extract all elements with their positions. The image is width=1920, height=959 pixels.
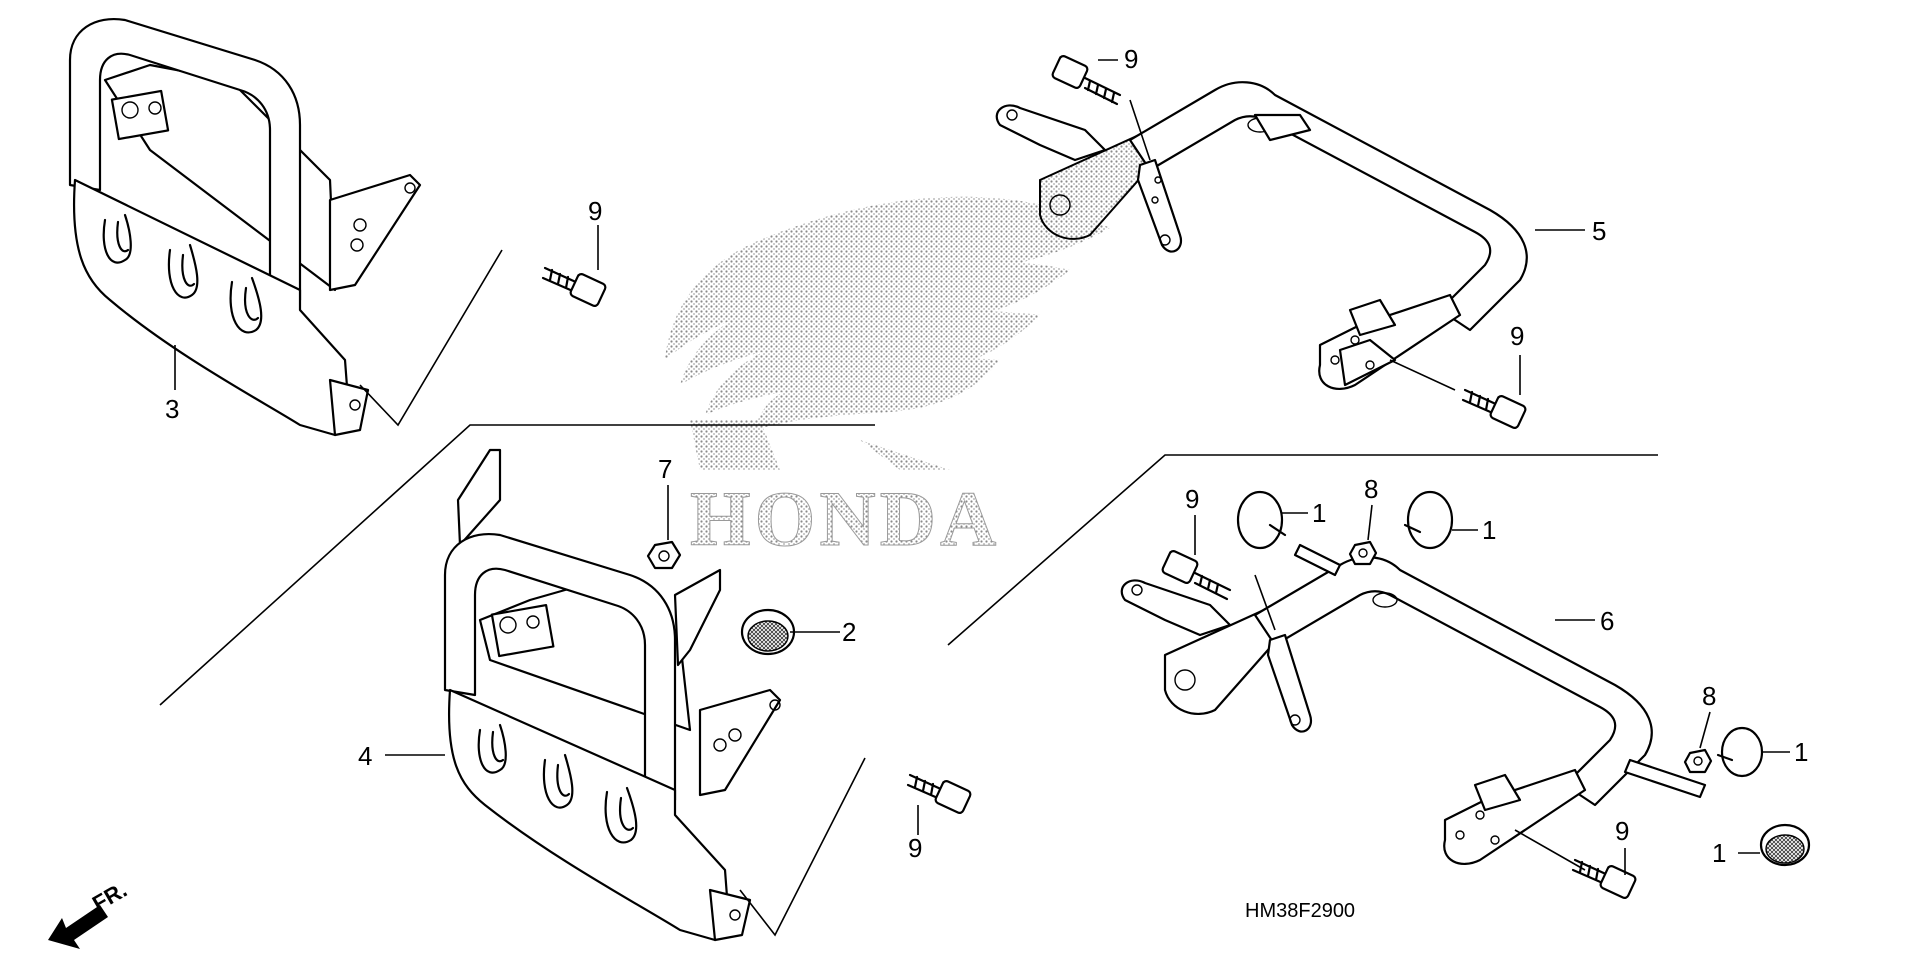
cap-1-b-icon <box>1403 490 1454 550</box>
callout-9-c: 9 <box>1510 321 1524 351</box>
reflector-1-d-icon <box>1759 823 1811 867</box>
callout-3: 3 <box>165 394 179 424</box>
callout-7: 7 <box>658 454 672 484</box>
callout-1-d: 1 <box>1712 838 1726 868</box>
rear-guard-part-6 <box>1120 543 1707 871</box>
callout-9-d: 9 <box>908 833 922 863</box>
rear-guard-part-5 <box>995 81 1585 391</box>
bolt-9-b-icon <box>541 266 607 307</box>
diagram-code: HM38F2900 <box>1245 900 1355 922</box>
callout-9-e: 9 <box>1185 484 1199 514</box>
honda-wordmark: HONDA <box>690 475 1000 562</box>
callout-8-b: 8 <box>1702 681 1716 711</box>
callout-leader-lines <box>597 59 1790 875</box>
section-divider-lines <box>159 424 1658 706</box>
callout-2: 2 <box>842 617 856 647</box>
callout-6: 6 <box>1600 606 1614 636</box>
bolt-9-a-icon <box>1051 55 1122 106</box>
front-guard-part-4 <box>385 448 866 942</box>
bolt-9-f-icon <box>1571 858 1637 899</box>
nut-8-a-icon <box>1348 540 1378 566</box>
nut-8-b-icon <box>1683 748 1713 774</box>
front-arrow-icon <box>48 905 108 949</box>
callout-1-c: 1 <box>1794 737 1808 767</box>
cap-1-c-icon <box>1716 726 1764 778</box>
callout-4: 4 <box>358 741 372 771</box>
callout-1-a: 1 <box>1312 498 1326 528</box>
reflector-2-icon <box>740 608 796 656</box>
cap-1-a-icon <box>1236 490 1287 550</box>
bolt-9-c-icon <box>1461 388 1527 429</box>
callout-9-a: 9 <box>1124 44 1138 74</box>
front-direction-indicator: FR. <box>48 877 131 949</box>
bolt-9-e-icon <box>1161 550 1232 601</box>
honda-wing-watermark-icon: HONDA <box>665 196 1110 563</box>
callout-8-a: 8 <box>1364 474 1378 504</box>
nut-7-icon <box>646 540 682 570</box>
callout-numbers: 3 4 5 6 7 2 9 9 9 9 9 9 8 8 1 1 1 1 <box>165 44 1808 868</box>
callout-9-b: 9 <box>588 196 602 226</box>
bolt-9-d-icon <box>906 773 972 814</box>
callout-9-f: 9 <box>1615 816 1629 846</box>
callout-5: 5 <box>1592 216 1606 246</box>
callout-1-b: 1 <box>1482 515 1496 545</box>
front-guard-part-3 <box>68 17 503 437</box>
